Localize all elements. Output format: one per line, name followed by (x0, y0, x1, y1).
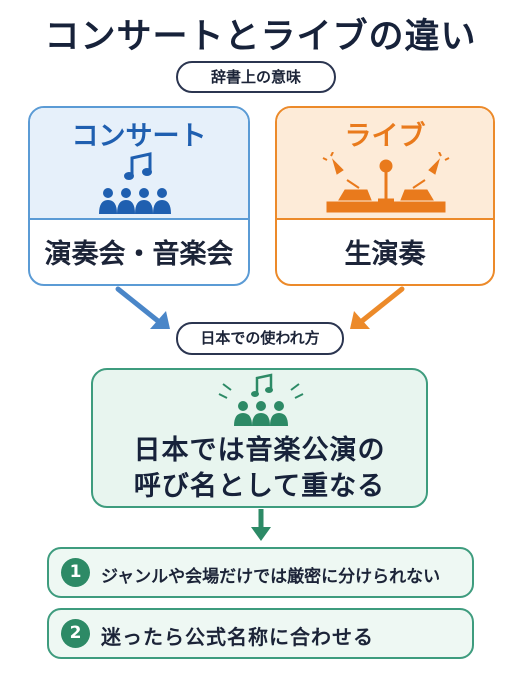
note-number-badge: 2 (61, 619, 90, 648)
live-card: ライブ 生演奏 (275, 106, 495, 286)
audience-music-note-icon (99, 152, 171, 214)
concert-card-divider (30, 218, 248, 220)
down-arrow-icon (251, 509, 271, 541)
concert-card-header (30, 108, 248, 218)
note-text: 迷ったら公式名称に合わせる (101, 625, 374, 649)
japan-usage-label: 日本での使われ方 (176, 322, 344, 355)
note-item: 1 ジャンルや会場だけでは厳密に分けられない (47, 547, 474, 598)
usage-line-2: 呼び名として重なる (133, 471, 386, 502)
note-text: ジャンルや会場だけでは厳密に分けられない (101, 567, 441, 587)
concert-arrow-icon (115, 286, 170, 329)
audience-music-note-icon (218, 373, 304, 426)
live-heading: ライブ (344, 121, 426, 152)
note-number-badge: 1 (61, 558, 90, 587)
live-arrow-icon (350, 286, 405, 329)
concert-meaning: 演奏会・音楽会 (44, 239, 234, 270)
concert-heading: コンサート (71, 121, 207, 152)
usage-line-1: 日本では音楽公演の (133, 435, 386, 466)
live-meaning: 生演奏 (344, 239, 426, 270)
usage-summary-box: 日本では音楽公演の 呼び名として重なる (91, 368, 428, 508)
page-title: コンサートとライブの違い (44, 17, 477, 57)
dictionary-meaning-label: 辞書上の意味 (176, 61, 336, 93)
live-card-divider (277, 218, 493, 220)
stage-spotlight-microphone-icon (322, 152, 450, 213)
concert-card: コンサート 演奏会・音楽会 (28, 106, 250, 286)
note-item: 2 迷ったら公式名称に合わせる (47, 608, 474, 659)
